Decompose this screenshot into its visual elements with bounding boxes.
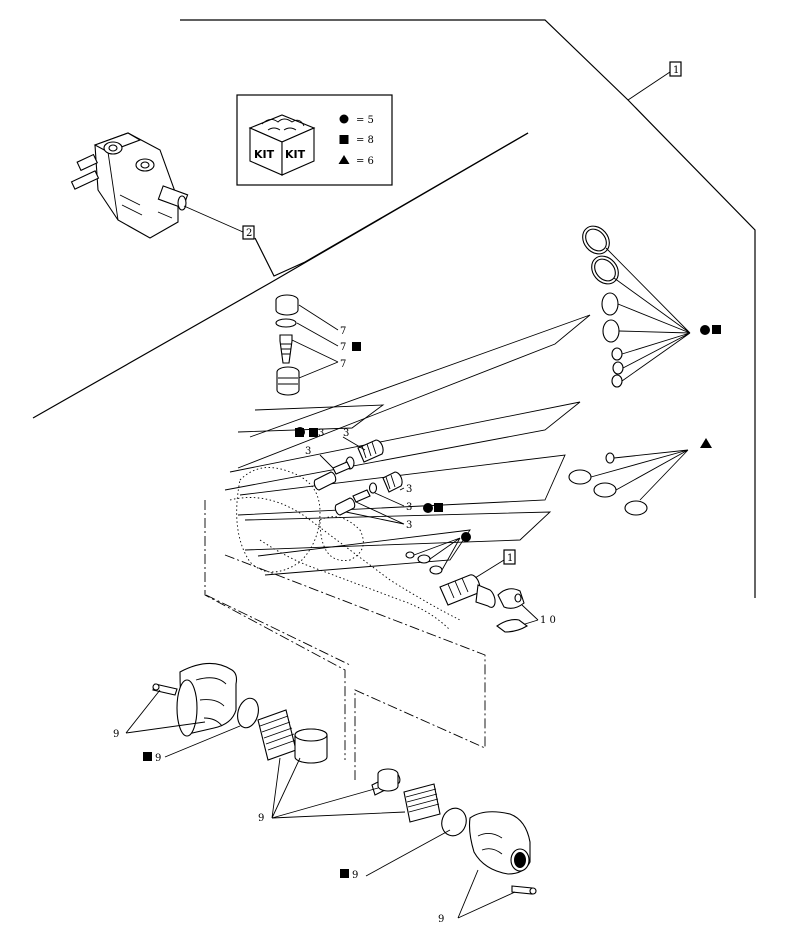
callout-7-b: 7 [340, 342, 346, 353]
callout-3-b: 3 [343, 428, 349, 439]
callout-3-a: 3 [318, 428, 324, 439]
square-symbol-icon [339, 135, 349, 144]
legend-triangle-count: = 6 [356, 156, 374, 167]
square-kit-marker-7 [340, 869, 349, 878]
circle-symbol-icon [339, 114, 349, 124]
callout-9-a: 9 [113, 729, 119, 740]
kit-icon-text-right: KIT [285, 148, 306, 161]
callout-3-f: 3 [406, 520, 412, 531]
control-valve-body: 2 [70, 132, 255, 240]
frame-lines [32, 19, 756, 598]
triangle-kit-marker [700, 438, 712, 448]
callout-1-lower: 1 [507, 553, 513, 564]
circle-kit-marker-2 [423, 503, 433, 513]
relief-cartridge-parts: 3 3 3 3 3 3 [295, 427, 443, 531]
o-ring-set-a [582, 225, 721, 388]
end-cover-left: 9 9 [113, 662, 259, 764]
end-cover-right: 9 9 [340, 811, 537, 925]
callout-1-upper: 1 [673, 65, 679, 76]
legend-square-count: = 8 [356, 135, 374, 146]
assembly-axis-lines [204, 500, 486, 780]
square-kit-marker-6 [143, 752, 152, 761]
o-ring-set-triangle [568, 438, 712, 516]
relief-valve-cartridge: 1 1 0 [439, 549, 556, 633]
callout-7-a: 7 [340, 326, 346, 337]
callout-box-2 [242, 225, 255, 240]
triangle-symbol-icon [338, 155, 350, 164]
callout-9-c: 9 [258, 813, 264, 824]
callout-7-c: 7 [340, 359, 346, 370]
square-kit-marker-5 [712, 325, 721, 334]
callout-3-c: 3 [305, 446, 311, 457]
callout-2: 2 [246, 228, 252, 239]
callout-9-b: 9 [155, 753, 161, 764]
callout-3-e: 3 [406, 502, 412, 513]
callout-10: 1 0 [540, 615, 556, 626]
square-kit-marker [352, 342, 361, 351]
callout-9-d: 9 [352, 870, 358, 881]
springs-and-seats: 9 [257, 709, 467, 837]
o-ring-set-circle [405, 532, 471, 575]
callout-3-d: 3 [406, 484, 412, 495]
square-kit-marker-4 [434, 503, 443, 512]
section-outlines [224, 314, 591, 631]
legend-circle-count: = 5 [356, 115, 374, 126]
kit-legend: KIT KIT = 5 = 8 = 6 [236, 94, 393, 186]
callout-9-e: 9 [438, 914, 444, 925]
kit-icon-text-left: KIT [254, 148, 275, 161]
callout-box-1-upper [669, 61, 682, 77]
circle-kit-marker-3 [700, 325, 710, 335]
kit-box-icon: KIT KIT [248, 114, 316, 176]
callout-box-1-lower [503, 549, 516, 565]
circle-kit-marker-4 [461, 532, 471, 542]
circle-kit-marker [295, 427, 305, 437]
square-kit-marker-3 [309, 428, 318, 437]
plug-assembly: 7 7 7 [275, 294, 361, 396]
